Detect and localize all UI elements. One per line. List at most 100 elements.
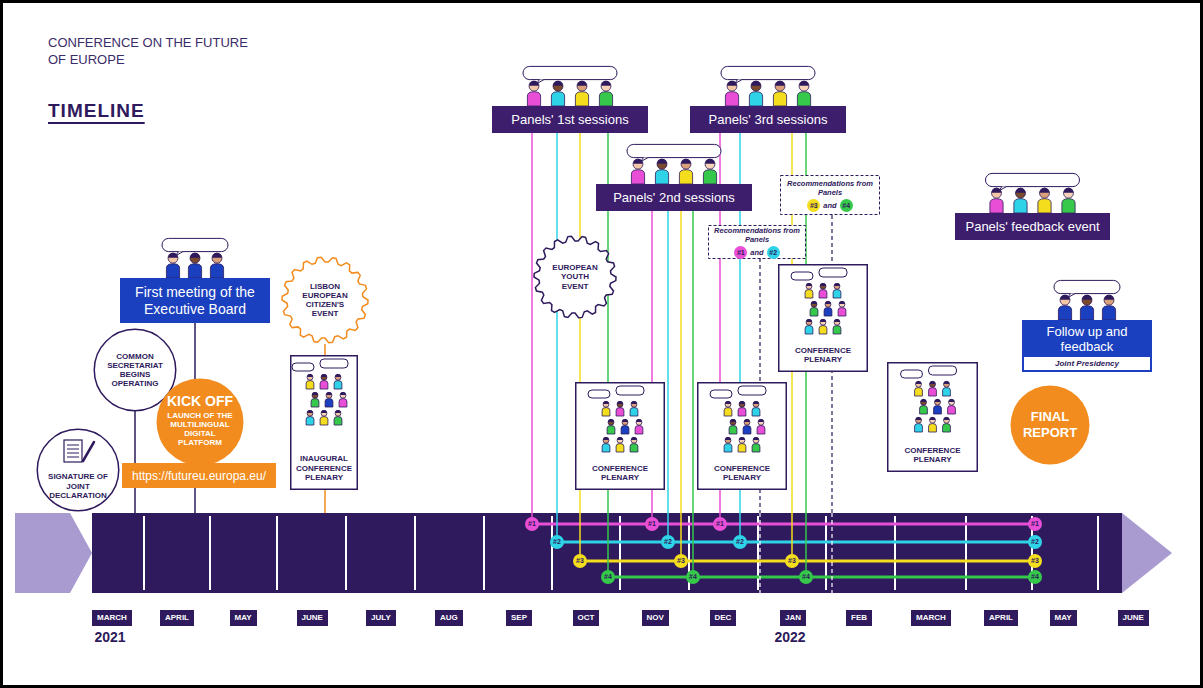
person-head: [811, 301, 817, 307]
person-body: [915, 388, 923, 396]
person-head: [326, 392, 332, 398]
person-body: [1062, 199, 1075, 213]
person-hair: [1040, 188, 1050, 193]
node-text: CONFERENCE PLENARY: [782, 346, 864, 364]
node-outline: [690, 106, 846, 133]
declaration-icon: [64, 440, 94, 462]
node-content: Panels' 1st sessions: [492, 106, 648, 133]
person-head: [1064, 188, 1074, 198]
person-head: [212, 253, 222, 263]
month-label: APRIL: [984, 610, 1018, 626]
person-head: [949, 399, 955, 405]
person-body: [773, 92, 786, 106]
recommendation-note: Recommendations from Panels#1and#2: [708, 225, 806, 259]
plenary-box: CONFERENCE PLENARY: [697, 382, 787, 490]
person-body: [616, 408, 624, 416]
person-head: [944, 417, 950, 423]
person-head: [775, 81, 785, 91]
person-head: [335, 374, 341, 380]
executive-board-box: First meeting of the Executive Board: [120, 278, 270, 323]
person-hair: [321, 374, 327, 377]
person-body: [752, 408, 760, 416]
person-head: [825, 301, 831, 307]
person-body: [729, 426, 737, 434]
person-hair: [1104, 295, 1114, 300]
person-body: [725, 92, 738, 106]
month-label: MARCH: [911, 610, 951, 626]
node-outline: [596, 184, 752, 211]
person-head: [1016, 188, 1026, 198]
node-content: INAUGURAL CONFERENCE PLENARY: [290, 355, 358, 490]
person-hair: [930, 381, 936, 384]
person-body: [334, 381, 342, 389]
person-hair: [617, 437, 623, 440]
person-head: [1060, 295, 1070, 305]
timeline-bar: [92, 513, 1122, 593]
person-head: [705, 159, 715, 169]
node-outline: [492, 106, 648, 133]
panel-badge: #2: [733, 535, 747, 549]
panel-badge: #2: [661, 535, 675, 549]
person-head: [1040, 188, 1050, 198]
plenary-box: CONFERENCE PLENARY: [778, 264, 868, 372]
person-hair: [834, 283, 840, 286]
person-body: [551, 92, 564, 106]
person-hair: [603, 437, 609, 440]
person-body: [599, 92, 612, 106]
panel-badge: #1: [525, 517, 539, 531]
speech-bubble: [523, 66, 617, 79]
node-outline: [698, 383, 787, 490]
person-body: [1080, 306, 1093, 320]
person-hair: [916, 417, 922, 420]
node-content: CONFERENCE PLENARY: [778, 264, 868, 372]
person-head: [753, 437, 759, 443]
person-hair: [617, 401, 623, 404]
panel-badge: #4: [1028, 570, 1042, 584]
speech-bubble: [721, 66, 815, 79]
person-body: [838, 308, 846, 316]
person-body: [334, 417, 342, 425]
person-body: [743, 426, 751, 434]
node-outline: [1011, 386, 1090, 465]
person-hair: [1064, 188, 1074, 193]
month-label: APRIL: [160, 610, 194, 626]
crowd-illustration: [292, 359, 348, 425]
month-label: MAY: [230, 610, 257, 626]
node-outline: [709, 226, 806, 259]
speech-bubble: [162, 238, 228, 251]
people-illustration: [523, 66, 617, 106]
person-hair: [949, 399, 955, 402]
timeline-heading: TIMELINE: [48, 100, 145, 122]
person-body: [166, 264, 179, 278]
speech-bubble: [819, 268, 847, 277]
illustration-part: [67, 457, 79, 458]
month-label: SEP: [506, 610, 532, 626]
speech-bubble: [738, 386, 766, 395]
node-text: LAUNCH OF THE MULTILINGUAL DIGITAL PLATF…: [166, 411, 234, 448]
person-hair: [725, 401, 731, 404]
people-illustration: [721, 66, 815, 106]
person-hair: [758, 419, 764, 422]
person-head: [921, 399, 927, 405]
speech-bubble: [710, 390, 732, 398]
person-hair: [921, 399, 927, 402]
person-body: [1014, 199, 1027, 213]
person-body: [635, 426, 643, 434]
node-text: CONFERENCE PLENARY: [891, 446, 974, 464]
node-text: Panels' feedback event: [965, 219, 1099, 234]
node-text: EUROPEAN YOUTH EVENT: [547, 263, 603, 291]
person-head: [944, 381, 950, 387]
person-body: [920, 406, 928, 414]
person-body: [724, 444, 732, 452]
node-outline: [955, 213, 1110, 240]
person-hair: [307, 410, 313, 413]
speech-bubble: [1054, 280, 1120, 293]
person-head: [603, 437, 609, 443]
person-body: [929, 424, 937, 432]
person-head: [553, 81, 563, 91]
event-gear: LISBON EUROPEAN CITIZEN'S EVENT: [281, 256, 369, 344]
node-content: SIGNATURE OF JOINT DECLARATION: [36, 428, 120, 512]
person-head: [307, 374, 313, 380]
panel-badge: #1: [645, 517, 659, 531]
node-content: Recommendations from Panels#1and#2: [708, 225, 806, 259]
